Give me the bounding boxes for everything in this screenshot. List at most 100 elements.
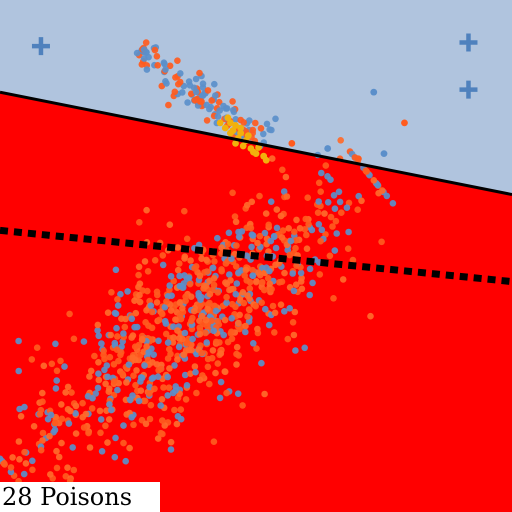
main-cluster-point [293, 216, 300, 224]
upper-cluster-point [175, 80, 182, 88]
main-cluster-point [102, 422, 109, 430]
main-cluster-point [52, 385, 60, 392]
main-cluster-point [209, 264, 217, 272]
upper-cluster-point [272, 115, 279, 123]
main-cluster-point [314, 209, 322, 216]
main-cluster-point [333, 230, 341, 237]
main-cluster-point [151, 257, 159, 264]
main-cluster-point [95, 332, 102, 340]
main-cluster-point [273, 206, 281, 213]
main-cluster-point [122, 457, 129, 465]
main-cluster-point [55, 453, 63, 461]
main-cluster-point [191, 307, 198, 315]
main-cluster-point [204, 323, 211, 330]
main-cluster-point [345, 228, 352, 236]
upper-cluster-point [232, 116, 239, 123]
main-cluster-point [46, 432, 53, 440]
main-cluster-point [272, 244, 280, 252]
main-cluster-point [191, 265, 198, 272]
main-cluster-point [117, 290, 124, 298]
main-cluster-point [188, 346, 195, 354]
main-cluster-point [143, 343, 150, 350]
main-cluster-point [172, 383, 179, 390]
main-cluster-point [336, 198, 344, 206]
main-cluster-point [195, 241, 203, 249]
main-cluster-point [95, 376, 103, 384]
main-cluster-point [210, 438, 218, 446]
upper-cluster-point [252, 119, 259, 127]
main-cluster-point [327, 176, 334, 183]
main-cluster-point [140, 348, 147, 356]
main-cluster-point [181, 253, 189, 260]
main-cluster-point [159, 417, 166, 424]
main-cluster-point [212, 338, 220, 346]
outlier-point [380, 150, 388, 158]
main-cluster-point [198, 312, 206, 320]
main-cluster-point [210, 275, 218, 282]
main-cluster-point [284, 335, 292, 343]
main-cluster-point [232, 263, 240, 270]
main-cluster-point [155, 337, 162, 345]
main-cluster-point [203, 339, 210, 346]
main-cluster-point [247, 224, 255, 232]
poison-point [239, 142, 247, 150]
main-cluster-point [331, 247, 339, 254]
main-cluster-point [114, 296, 121, 303]
main-cluster-point [105, 416, 113, 423]
main-cluster-point [367, 312, 374, 320]
main-cluster-point [181, 329, 189, 337]
main-cluster-point [228, 328, 235, 336]
main-cluster-point [245, 318, 253, 325]
main-cluster-point [181, 207, 188, 215]
main-cluster-point [210, 281, 218, 289]
main-cluster-point [214, 234, 221, 242]
main-cluster-point [177, 415, 185, 423]
main-cluster-point [193, 389, 200, 397]
main-cluster-point [85, 429, 92, 437]
upper-cluster-point [199, 92, 206, 100]
main-cluster-point [28, 356, 36, 363]
main-cluster-point [224, 240, 232, 248]
main-cluster-point [103, 407, 110, 415]
main-cluster-point [284, 246, 292, 254]
main-cluster-point [233, 361, 240, 368]
poison-point [250, 148, 257, 156]
main-cluster-point [137, 387, 145, 395]
main-cluster-point [292, 347, 299, 354]
main-cluster-point [308, 226, 316, 234]
main-cluster-point [94, 327, 101, 334]
main-cluster-point [266, 280, 274, 288]
main-cluster-point [53, 447, 60, 455]
main-cluster-point [132, 309, 140, 317]
main-cluster-point [29, 466, 36, 474]
plus-marker [459, 33, 478, 52]
main-cluster-point [202, 329, 209, 337]
main-cluster-point [246, 285, 254, 292]
main-cluster-point [53, 367, 61, 375]
main-cluster-point [330, 295, 337, 302]
upper-cluster-point [172, 74, 179, 81]
main-cluster-point [144, 268, 152, 275]
main-cluster-point [141, 362, 148, 369]
upper-cluster-point [240, 119, 247, 126]
main-cluster-point [306, 291, 314, 299]
main-cluster-point [370, 177, 378, 184]
main-cluster-point [98, 340, 105, 347]
main-cluster-point [292, 281, 300, 289]
main-cluster-point [88, 405, 96, 412]
upper-cluster-point [151, 46, 159, 54]
main-cluster-point [293, 262, 300, 270]
solid-boundary-line [0, 90, 512, 197]
main-cluster-point [15, 337, 22, 345]
outlier-point [370, 88, 378, 96]
main-cluster-point [228, 255, 235, 262]
main-cluster-point [16, 405, 23, 413]
poison-point [227, 119, 234, 127]
main-cluster-point [203, 268, 211, 275]
main-cluster-point [165, 384, 173, 392]
upper-cluster-point [165, 101, 172, 109]
main-cluster-point [86, 373, 93, 380]
main-cluster-point [244, 313, 251, 320]
main-cluster-point [72, 410, 79, 417]
main-cluster-point [80, 338, 88, 345]
